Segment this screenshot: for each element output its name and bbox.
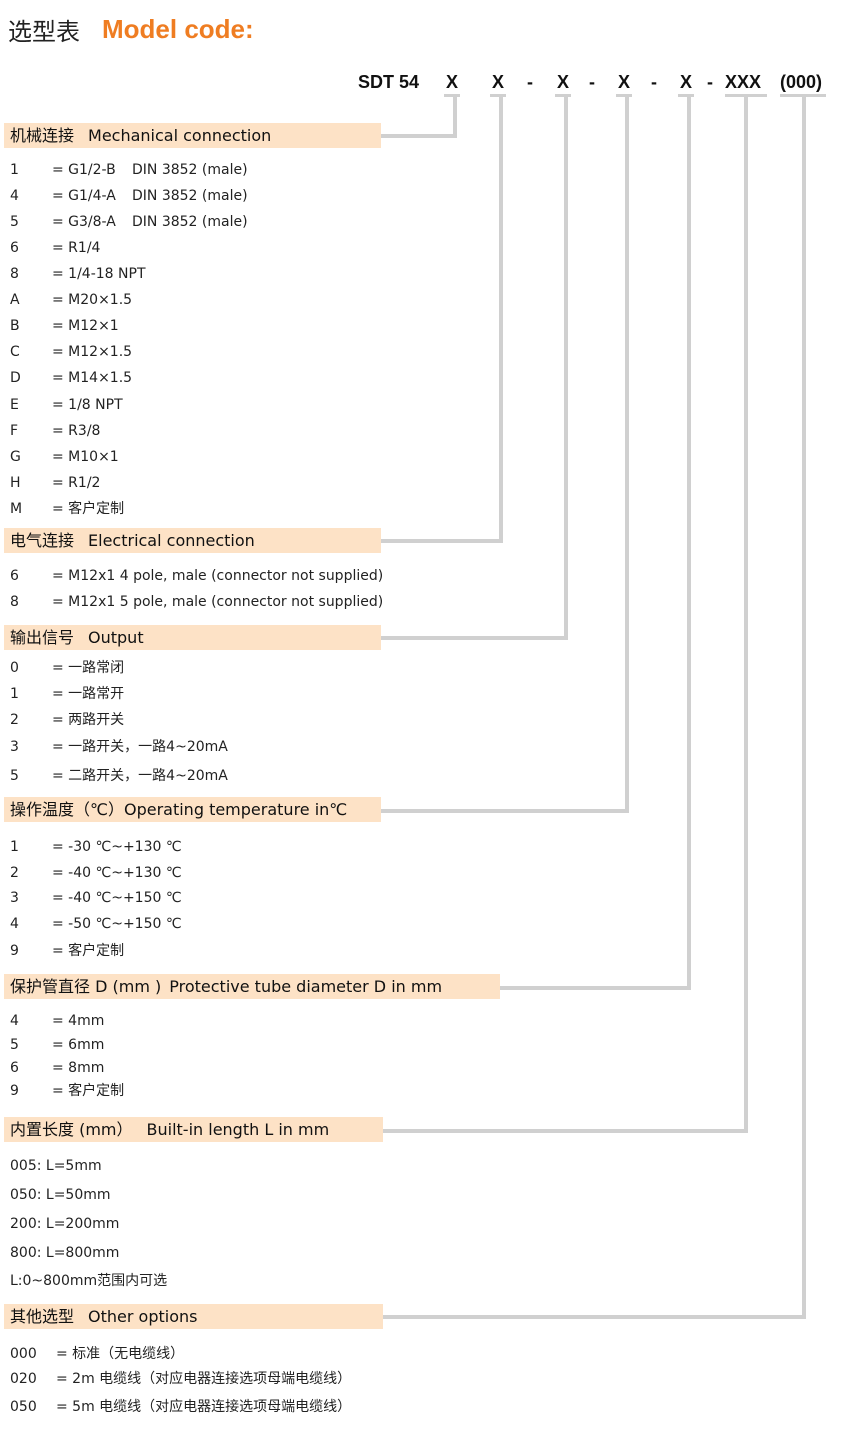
section-title-en: Electrical connection [88,531,255,550]
list-item: H= R1/2 [10,475,101,491]
connector-other-v [802,97,806,1319]
list-item: 1= -30 ℃~+130 ℃ [10,839,182,855]
list-item: 8= M12x1 5 pole, male (connector not sup… [10,594,384,610]
connector-output-h [381,636,568,640]
code-x-temperature: X [618,72,631,92]
code-x-mechanical: X [446,72,459,92]
code-xxx-length: XXX [725,72,762,92]
connector-temperature-v [625,97,629,813]
code-dash-2: - [589,72,595,92]
connector-mechanical-h [381,134,457,138]
code-x-diameter: X [680,72,693,92]
connector-electrical-h [381,539,503,543]
section-title-cn: 操作温度（℃） [10,800,124,819]
code-dash-1: - [527,72,533,92]
section-title-en: Mechanical connection [88,126,272,145]
section-title-en: Other options [88,1307,198,1326]
code-x-output: X [557,72,570,92]
section-title-en: Protective tube diameter D in mm [169,977,443,996]
list-item: F= R3/8 [10,423,101,439]
title-chinese: 选型表 [8,18,80,46]
list-item: 2= 两路开关 [10,712,125,728]
code-underline-4 [616,94,632,97]
list-item: 9= 客户定制 [10,943,125,959]
code-underline-2 [490,94,506,97]
list-item: G= M10×1 [10,449,119,465]
list-item: 5= 6mm [10,1037,105,1053]
code-underline-3 [555,94,571,97]
connector-other-h [383,1315,806,1319]
section-title-cn: 内置长度 (mm） [10,1120,133,1139]
list-item: 050= 5m 电缆线（对应电器连接选项母端电缆线） [10,1399,352,1415]
section-title-en: Built-in length L in mm [146,1120,330,1139]
section-title-cn: 机械连接 [10,126,75,145]
connector-diameter-v [687,97,691,990]
list-item: 8= 1/4-18 NPT [10,266,146,282]
list-item: 4= -50 ℃~+150 ℃ [10,916,182,932]
list-item: 2= -40 ℃~+130 ℃ [10,865,182,881]
list-item: 050: L=50mm [10,1187,111,1203]
section-title-cn: 保护管直径 D (mm ) [10,977,162,996]
list-item: A= M20×1.5 [10,292,133,308]
list-item: B= M12×1 [10,318,119,334]
code-x-electrical: X [492,72,505,92]
code-underline-1 [444,94,460,97]
section-title-en: Operating temperature in℃ [123,800,348,819]
section-title-en: Output [88,628,144,647]
section-header-length: 内置长度 (mm） Built-in length L in mm [4,1117,383,1142]
section-header-output: 输出信号 Output [4,625,381,650]
section-title-cn: 输出信号 [10,628,75,647]
list-item: 9= 客户定制 [10,1083,125,1099]
list-item: 6= R1/4 [10,240,101,256]
title-english: Model code: [102,14,254,44]
list-item: C= M12×1.5 [10,344,133,360]
connector-mechanical-v [453,97,457,137]
list-item: 6= M12x1 4 pole, male (connector not sup… [10,568,384,584]
connector-output-v [564,97,568,640]
section-header-electrical: 电气连接 Electrical connection [4,528,381,553]
connector-temperature-h [381,809,629,813]
list-item: E= 1/8 NPT [10,397,123,413]
list-item: 020= 2m 电缆线（对应电器连接选项母端电缆线） [10,1371,352,1387]
code-other-options: (000) [780,72,823,92]
section-title-cn: 电气连接 [10,531,75,550]
connector-electrical-v [499,97,503,543]
code-prefix: SDT 54 [358,72,420,92]
list-item: 200: L=200mm [10,1216,120,1232]
list-item: 000= 标准（无电缆线） [10,1346,185,1362]
code-underline-5 [678,94,694,97]
list-item: 1= 一路常开 [10,686,125,702]
code-underline-7 [780,94,826,97]
connector-length-v [744,97,748,1133]
section-header-diameter: 保护管直径 D (mm ) Protective tube diameter D … [4,974,500,999]
list-item: 005: L=5mm [10,1158,102,1174]
connector-diameter-h [500,986,691,990]
code-underline-6 [725,94,767,97]
list-item: 4= 4mm [10,1013,105,1029]
list-item: 800: L=800mm [10,1245,120,1261]
section-header-other: 其他选型 Other options [4,1304,383,1329]
code-dash-3: - [651,72,657,92]
section-header-temperature: 操作温度（℃）Operating temperature in℃ [4,797,381,822]
list-item: 0= 一路常闭 [10,660,125,676]
section-header-mechanical: 机械连接 Mechanical connection [4,123,381,148]
connector-length-h [383,1129,748,1133]
list-item: D= M14×1.5 [10,370,133,386]
list-item: 5= 二路开关，一路4~20mA [10,768,228,784]
list-item: L:0~800mm范围内可选 [10,1273,168,1289]
list-item: M= 客户定制 [10,501,125,517]
list-item: 3= -40 ℃~+150 ℃ [10,890,182,906]
list-item: 6= 8mm [10,1060,105,1076]
list-item: 3= 一路开关，一路4~20mA [10,739,228,755]
section-title-cn: 其他选型 [10,1307,75,1326]
code-dash-4: - [707,72,713,92]
